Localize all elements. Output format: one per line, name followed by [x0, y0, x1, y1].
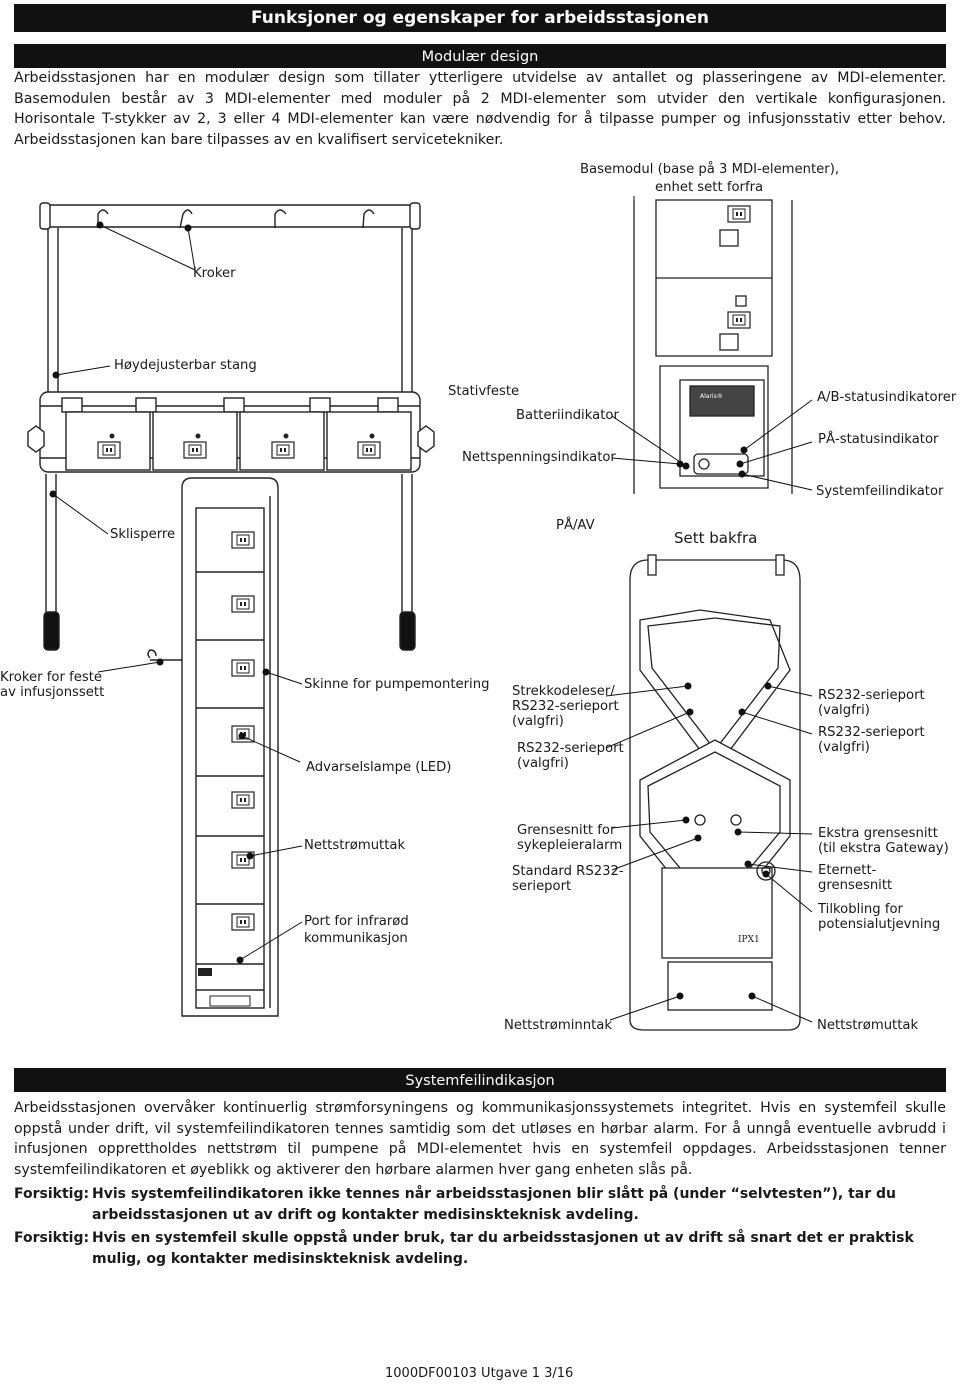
label-advarselslampe: Advarselslampe (LED): [306, 760, 452, 775]
tbar-sockets-icon: [97, 433, 381, 459]
label-standard-rs232: Standard RS232-: [512, 864, 624, 879]
label-skinne: Skinne for pumpemontering: [304, 677, 490, 692]
label-stativfeste: Stativfeste: [448, 384, 520, 399]
label-nettstromuttak-left: Nettstrømuttak: [304, 838, 406, 853]
section-heading-modular: Modulær design: [14, 46, 946, 68]
label-grensesnitt-sykepleieralarm-line2: sykepleieralarm: [517, 838, 623, 853]
label-basemodul: Basemodul (base på 3 MDI-elementer),: [580, 162, 840, 177]
page-title: Funksjoner og egenskaper for arbeidsstas…: [14, 4, 946, 32]
label-pa-statusindikator: PÅ-statusindikator: [818, 432, 939, 447]
section-rule: [14, 1068, 946, 1070]
label-sklisperre: Sklisperre: [110, 527, 176, 542]
section-rule: [14, 44, 946, 46]
column-sockets-icon: [198, 531, 255, 1007]
label-rs232-b: RS232-serieport: [818, 725, 925, 740]
caution-text: Hvis en systemfeil skulle oppstå under b…: [92, 1230, 914, 1267]
label-port-infrarod: Port for infrarød: [304, 914, 409, 929]
label-strekkodeleser-line3: (valgfri): [512, 714, 564, 729]
label-rs232-a: RS232-serieport: [818, 688, 925, 703]
label-kroker-for-feste-line2: av infusjonssett: [0, 685, 105, 700]
label-ekstra-grensesnitt: Ekstra grensesnitt: [818, 826, 938, 841]
label-rs232-c-line2: (valgfri): [517, 756, 569, 771]
front-view-unit: [633, 199, 793, 494]
label-sett-bakfra: Sett bakfra: [674, 529, 758, 547]
label-strekkodeleser: Strekkodeleser/: [512, 684, 615, 699]
systemfeil-paragraph: Arbeidsstasjonen overvåker kontinuerlig …: [14, 1100, 946, 1178]
label-nettstromuttak-right: Nettstrømuttak: [817, 1018, 919, 1033]
label-tilkobling-line2: potensialutjevning: [818, 917, 941, 932]
label-standard-rs232-line2: serieport: [512, 879, 572, 894]
label-rs232-b-line2: (valgfri): [818, 740, 870, 755]
label-ekstra-grensesnitt-line2: (til ekstra Gateway): [818, 841, 949, 856]
modular-paragraph: Arbeidsstasjonen har en modulær design s…: [14, 70, 946, 148]
label-kroker-for-feste: Kroker for feste: [0, 670, 102, 685]
brand-logo: Alaris®: [700, 393, 723, 400]
rear-view-unit: [629, 554, 801, 1031]
label-kroker: Kroker: [193, 266, 236, 281]
pole-assembly: [27, 202, 435, 1017]
caution-label: Forsiktig:: [14, 1186, 90, 1202]
label-strekkodeleser-line2: RS232-serieport: [512, 699, 619, 714]
label-hoydejusterbar-stang: Høydejusterbar stang: [114, 358, 257, 373]
section-heading-systemfeil: Systemfeilindikasjon: [14, 1070, 946, 1092]
label-tilkobling: Tilkobling for: [818, 902, 903, 917]
caution-label: Forsiktig:: [14, 1230, 90, 1246]
ipx1-marking: IPX1: [738, 935, 760, 945]
label-nettstrominntak: Nettstrøminntak: [504, 1018, 612, 1033]
label-batteriindikator: Batteriindikator: [516, 408, 619, 423]
page-footer: 1000DF00103 Utgave 1 3/16: [385, 1366, 574, 1381]
label-basemodul-line2: enhet sett forfra: [655, 180, 764, 195]
label-nettspenningsindikator: Nettspenningsindikator: [462, 450, 616, 465]
label-grensesnitt-sykepleieralarm: Grensesnitt for: [517, 823, 616, 838]
label-ab-statusindikatorer: A/B-statusindikatorer: [817, 390, 957, 405]
label-systemfeilindikator: Systemfeilindikator: [816, 484, 944, 499]
label-rs232-c: RS232-serieport: [517, 741, 624, 756]
label-pa-av: PÅ/AV: [556, 518, 595, 533]
leader-lines: [49, 196, 813, 1023]
workstation-diagram: Alaris® IPX1: [27, 196, 813, 1031]
label-port-infrarod-line2: kommunikasjon: [304, 931, 408, 946]
label-eternett: Eternett-: [818, 863, 877, 878]
label-eternett-line2: grensesnitt: [818, 878, 893, 893]
label-rs232-a-line2: (valgfri): [818, 703, 870, 718]
caution-text: Hvis systemfeilindikatoren ikke tennes n…: [92, 1186, 897, 1223]
